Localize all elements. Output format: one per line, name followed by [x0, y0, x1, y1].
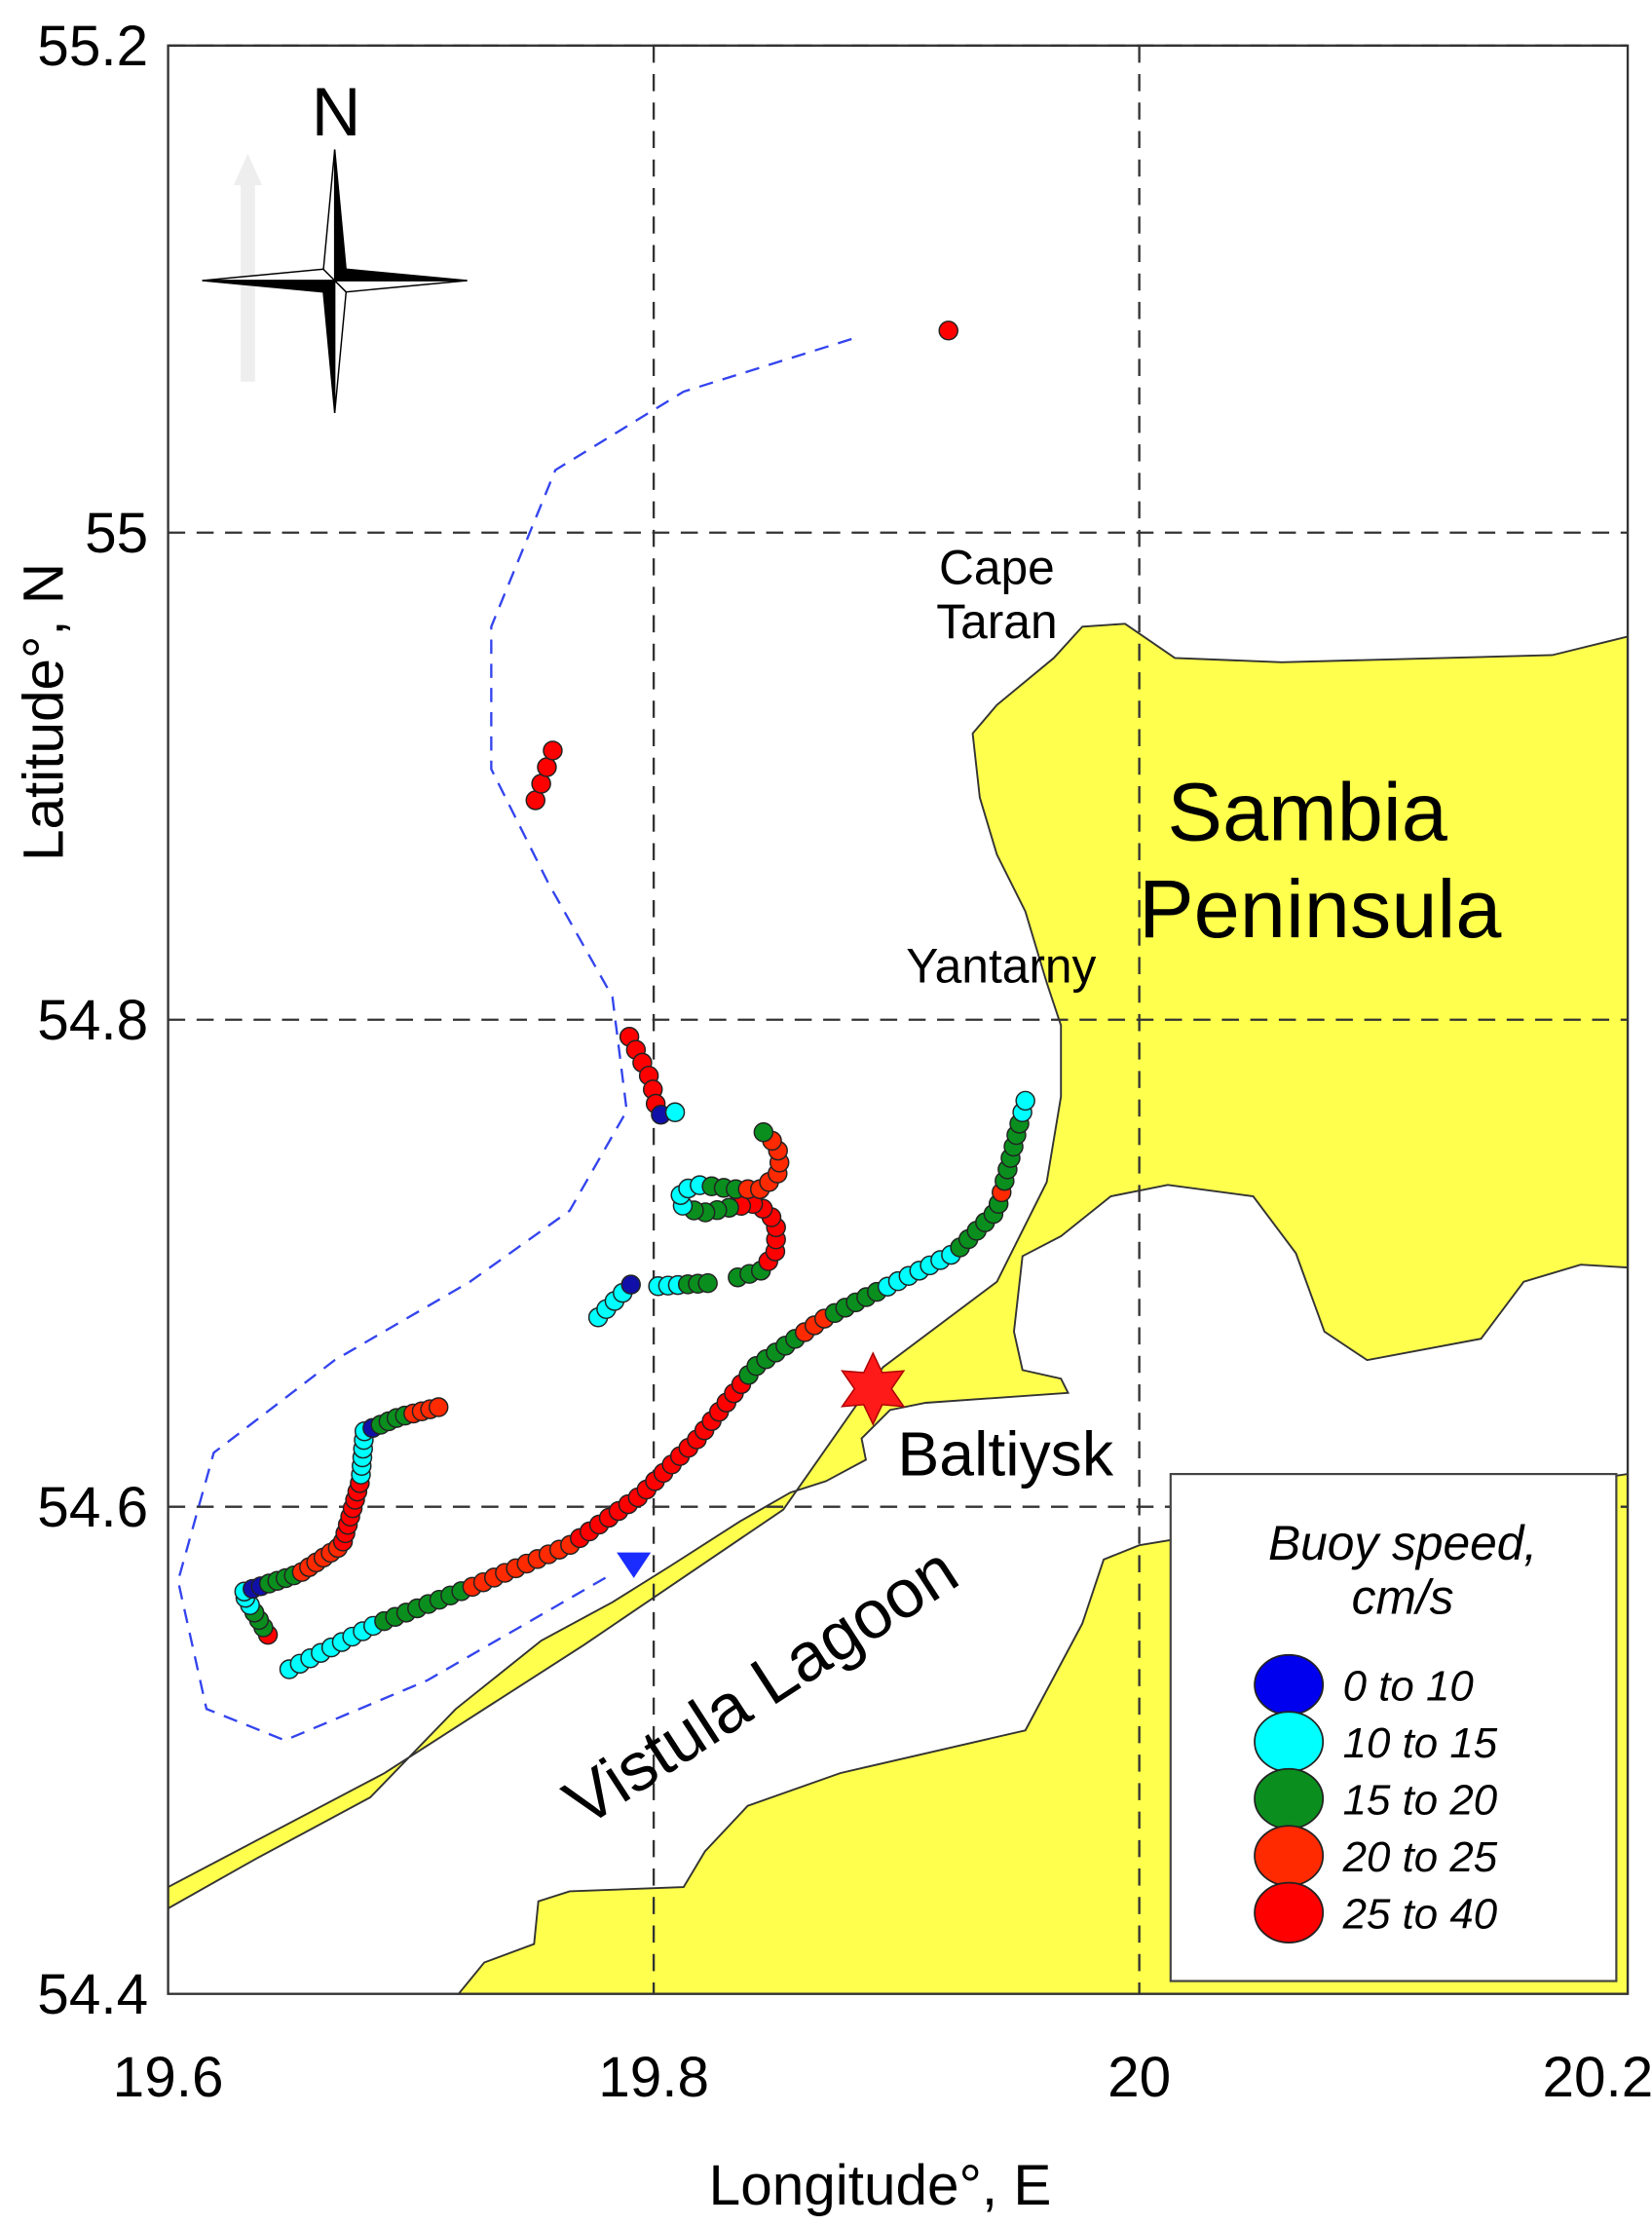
buoy-point — [543, 740, 563, 761]
sambia-peninsula-land — [167, 623, 1630, 1910]
buoy-dots-layer — [234, 321, 1035, 1679]
hook-track — [234, 1397, 449, 1645]
buoy-point — [938, 321, 958, 341]
y-tick-label: 54.6 — [37, 1476, 148, 1539]
x-tick-label: 19.8 — [598, 2046, 709, 2109]
y-tick-label: 55 — [85, 502, 148, 565]
sambia-label-2: Peninsula — [1139, 862, 1502, 955]
legend-item: 10 to 15 — [1254, 1711, 1498, 1773]
legend-item: 25 to 40 — [1254, 1881, 1498, 1943]
cape-taran-label-1: Cape — [939, 540, 1055, 594]
dashed-route-layer — [176, 337, 852, 1742]
mid-track-b — [587, 1274, 641, 1328]
north-track — [525, 740, 563, 811]
x-tick-label: 20 — [1108, 2046, 1171, 2109]
legend-swatch — [1254, 1881, 1325, 1943]
legend-label: 0 to 10 — [1343, 1663, 1475, 1711]
plot-frame — [167, 44, 1630, 1995]
y-tick-label: 54.4 — [37, 1963, 148, 2026]
north-label: N — [312, 73, 361, 150]
sambia-label-1: Sambia — [1167, 766, 1447, 858]
legend-label: 10 to 15 — [1343, 1719, 1498, 1767]
buoy-point — [537, 757, 557, 777]
legend-title-2: cm/s — [1352, 1569, 1454, 1624]
baltiysk-label: Baltiysk — [897, 1419, 1113, 1490]
y-axis-title: Latitude°, N — [12, 563, 75, 861]
legend-label: 25 to 40 — [1342, 1890, 1498, 1938]
dashed-drift-route — [176, 337, 852, 1742]
buoy-point — [1015, 1090, 1035, 1112]
buoy-point — [428, 1397, 449, 1417]
legend-label: 15 to 20 — [1343, 1777, 1498, 1825]
mid-track-a — [619, 1027, 686, 1125]
mid-track-c — [648, 1272, 718, 1297]
buoy-point — [620, 1274, 641, 1295]
buoy-point — [525, 790, 545, 811]
legend-swatch — [1254, 1653, 1325, 1717]
x-axis-title: Longitude°, E — [709, 2154, 1052, 2217]
legend-swatch — [1254, 1825, 1325, 1887]
y-tick-label: 55.2 — [37, 15, 148, 78]
y-tick-label: 54.8 — [37, 989, 148, 1052]
single-point — [938, 321, 958, 341]
compass-rose-icon: N — [202, 73, 468, 414]
buoy-point — [753, 1122, 774, 1143]
legend-item: 15 to 20 — [1254, 1767, 1498, 1830]
buoy-point — [664, 1102, 686, 1123]
legend-item: 20 to 25 — [1254, 1825, 1498, 1887]
legend-title-1: Buoy speed, — [1268, 1516, 1537, 1570]
legend-swatch — [1254, 1711, 1325, 1773]
x-tick-label: 19.6 — [113, 2046, 224, 2109]
s-track — [670, 1122, 790, 1288]
route-end-triangle-icon — [617, 1552, 652, 1578]
legend: Buoy speed, cm/s 0 to 10 10 to 15 15 to 20… — [1169, 1473, 1618, 1982]
legend-item: 0 to 10 — [1254, 1653, 1475, 1717]
buoy-point — [697, 1272, 718, 1294]
baltiysk-star-icon — [841, 1351, 906, 1426]
x-tick-label: 20.2 — [1542, 2046, 1652, 2109]
cape-taran-label-2: Taran — [936, 594, 1057, 649]
legend-swatch — [1254, 1767, 1325, 1830]
buoy-point — [531, 773, 551, 794]
legend-label: 20 to 25 — [1342, 1833, 1498, 1881]
yantarny-label: Yantarny — [906, 939, 1096, 994]
main-track — [279, 1090, 1035, 1679]
